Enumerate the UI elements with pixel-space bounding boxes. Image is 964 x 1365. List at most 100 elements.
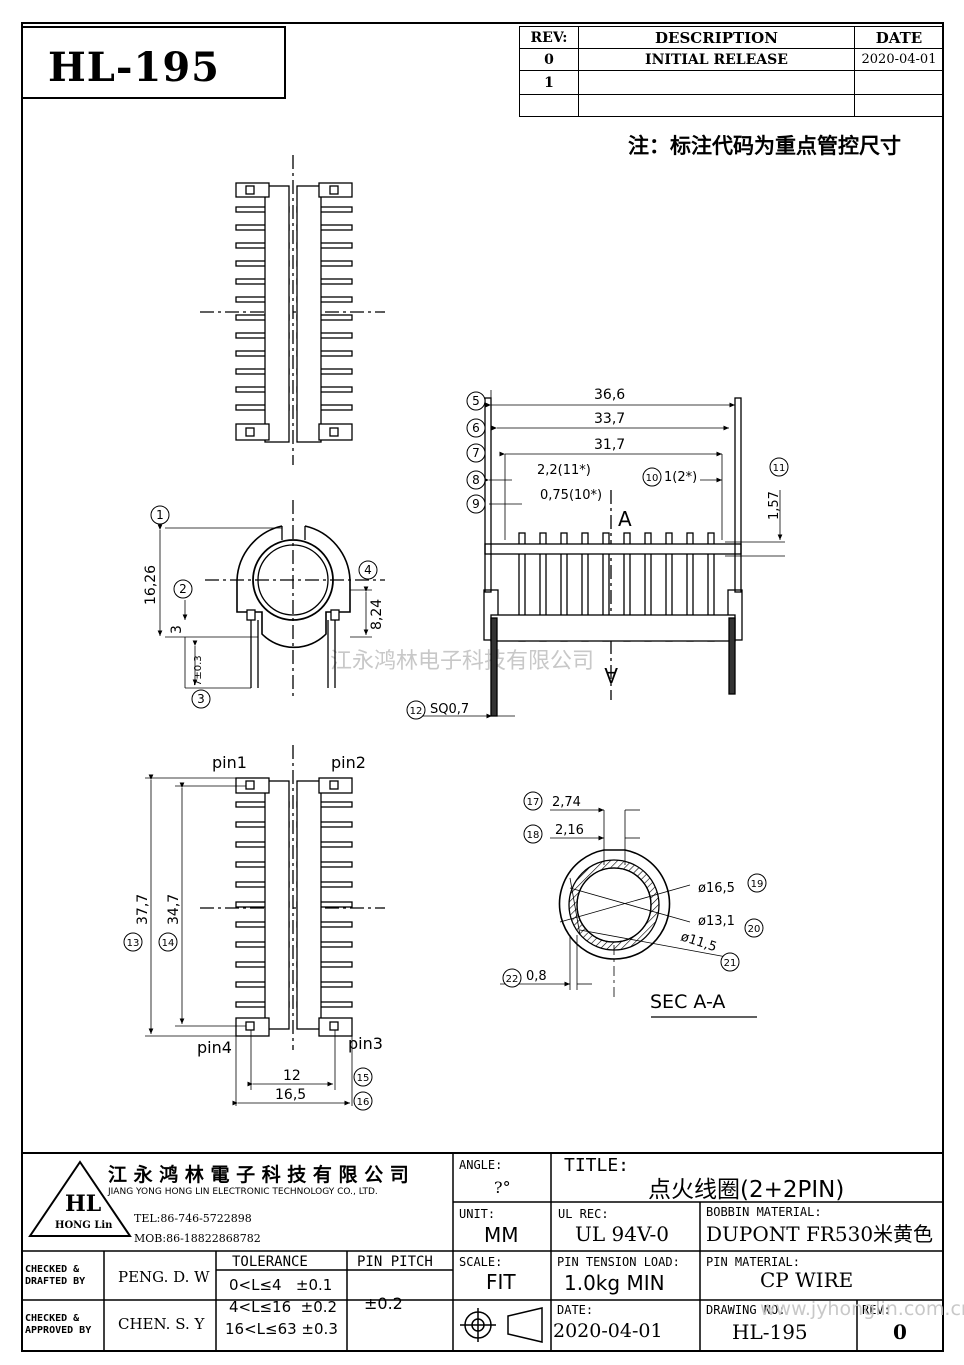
callout-circle bbox=[353, 1067, 373, 1087]
rev-0-description: INITIAL RELEASE bbox=[578, 48, 855, 71]
callout-circle bbox=[466, 391, 486, 411]
callout-circle bbox=[173, 579, 193, 599]
title-block bbox=[21, 1152, 944, 1352]
company-name-cn: 江 永 鸿 林 電 子 科 技 有 限 公 司 bbox=[108, 1164, 409, 1186]
callout-number: 12 bbox=[410, 706, 423, 717]
dim-19: ø16,5 bbox=[698, 881, 735, 896]
checked-drafted-label: CHECKED & DRAFTED BY bbox=[25, 1264, 86, 1287]
dim-6: 33,7 bbox=[594, 411, 625, 427]
dim-14: 34,7 bbox=[166, 894, 182, 925]
rev-value: 0 bbox=[893, 1320, 907, 1344]
rev-1: 1 bbox=[519, 70, 579, 95]
pin-tension-value: 1.0kg MIN bbox=[564, 1271, 665, 1295]
callout-number: 6 bbox=[472, 421, 480, 435]
watermark: 江永鸿林电子科技有限公司 bbox=[330, 649, 594, 674]
dim-9: 0,75(10*) bbox=[540, 488, 602, 503]
section-title: SEC A-A bbox=[650, 991, 725, 1013]
callout-circle bbox=[123, 932, 143, 952]
pin2-label: pin2 bbox=[331, 753, 366, 772]
tolerance-row-1: 0<L≤4 ±0.1 bbox=[229, 1276, 333, 1294]
callout-number: 22 bbox=[506, 974, 519, 985]
callout-circle bbox=[523, 791, 543, 811]
pin-material-label: PIN MATERIAL: bbox=[706, 1255, 800, 1269]
logo-subtext: HONG Lin bbox=[55, 1220, 113, 1231]
scale-label: SCALE: bbox=[459, 1255, 503, 1269]
website-watermark: www.jyhonglin.com.cn bbox=[760, 1298, 964, 1320]
dim-11: 1,57 bbox=[767, 491, 782, 520]
callout-number: 10 bbox=[646, 473, 659, 484]
callout-number: 11 bbox=[773, 463, 786, 474]
callout-number: 7 bbox=[472, 446, 480, 460]
rev-header: REV: bbox=[519, 26, 579, 49]
logo-text: HL bbox=[65, 1191, 102, 1217]
dim-4: 8,24 bbox=[369, 599, 385, 630]
front-view bbox=[157, 500, 385, 700]
top-view bbox=[200, 155, 385, 465]
callout-circle bbox=[769, 457, 789, 477]
pin4-label: pin4 bbox=[197, 1038, 232, 1057]
angle-value: ?° bbox=[494, 1178, 511, 1197]
callout-circle bbox=[191, 689, 211, 709]
callout-circle bbox=[747, 873, 767, 893]
callout-number: 21 bbox=[724, 958, 737, 969]
callout-number: 8 bbox=[472, 473, 480, 487]
angle-label: ANGLE: bbox=[459, 1158, 503, 1172]
callout-circle bbox=[150, 505, 170, 525]
callout-number: 13 bbox=[127, 938, 140, 949]
pin-pitch-label: PIN PITCH bbox=[357, 1254, 433, 1270]
callout-number: 1 bbox=[156, 508, 164, 522]
ul-value: UL 94V-0 bbox=[575, 1222, 670, 1246]
dim-3: 7±0.3 bbox=[193, 655, 204, 686]
unit-label: UNIT: bbox=[459, 1207, 496, 1221]
pin3-label: pin3 bbox=[348, 1034, 383, 1053]
callout-number: 14 bbox=[162, 938, 175, 949]
callout-number: 18 bbox=[527, 830, 540, 841]
callout-circle bbox=[720, 952, 740, 972]
callout-circle bbox=[158, 932, 178, 952]
pin-pitch-value: ±0.2 bbox=[364, 1294, 403, 1313]
dim-17: 2,74 bbox=[552, 795, 581, 810]
drawing-area: 江永鸿林电子科技有限公司 bbox=[123, 155, 789, 1111]
bobbin-material-value: DUPONT FR530米黄色 bbox=[706, 1222, 934, 1246]
callout-circle bbox=[744, 918, 764, 938]
callout-number: 15 bbox=[357, 1073, 370, 1084]
rev-0-date: 2020-04-01 bbox=[854, 48, 944, 71]
drawing-no-value: HL-195 bbox=[732, 1320, 808, 1344]
callout-circle bbox=[466, 494, 486, 514]
pin-material-value: CP WIRE bbox=[760, 1268, 854, 1292]
callout-circle bbox=[502, 968, 522, 988]
tolerance-row-2: 4<L≤16 ±0.2 bbox=[229, 1298, 338, 1316]
section-aa-view bbox=[500, 807, 757, 1018]
callout-number: 17 bbox=[527, 797, 540, 808]
dim-2: 3 bbox=[169, 625, 185, 634]
date-value: 2020-04-01 bbox=[553, 1320, 663, 1342]
ul-label: UL REC: bbox=[558, 1207, 609, 1221]
dim-7: 31,7 bbox=[594, 437, 625, 453]
rev-label: REV: bbox=[862, 1303, 891, 1317]
dim-16: 16,5 bbox=[275, 1087, 306, 1103]
dim-12: SQ0,7 bbox=[430, 702, 469, 717]
drawing-note: 注：标注代码为重点管控尺寸 bbox=[628, 134, 901, 158]
dim-8: 2,2(11*) bbox=[537, 463, 591, 478]
revision-table: REV: DESCRIPTION DATE 0 INITIAL RELEASE … bbox=[519, 26, 944, 117]
unit-value: MM bbox=[484, 1223, 519, 1247]
callout-circle bbox=[466, 443, 486, 463]
callout-number: 4 bbox=[364, 563, 372, 577]
callout-number: 16 bbox=[357, 1097, 370, 1108]
pin-tension-label: PIN TENSION LOAD: bbox=[557, 1255, 680, 1269]
dim-18: 2,16 bbox=[555, 823, 584, 838]
callout-number: 5 bbox=[472, 394, 480, 408]
dim-1: 16,26 bbox=[143, 565, 159, 605]
tolerance-row-3: 16<L≤63 ±0.3 bbox=[225, 1320, 338, 1338]
dim-20: ø13,1 bbox=[698, 914, 735, 929]
part-number: HL-195 bbox=[48, 44, 221, 91]
callout-circle bbox=[642, 467, 662, 487]
callout-circle bbox=[466, 418, 486, 438]
bobbin-material-label: BOBBIN MATERIAL: bbox=[706, 1205, 822, 1219]
checked-approved-label: CHECKED & APPROVED BY bbox=[25, 1313, 92, 1336]
pin1-label: pin1 bbox=[212, 753, 247, 772]
dim-13: 37,7 bbox=[135, 894, 151, 925]
checked-drafted-value: PENG. D. W bbox=[118, 1268, 210, 1286]
